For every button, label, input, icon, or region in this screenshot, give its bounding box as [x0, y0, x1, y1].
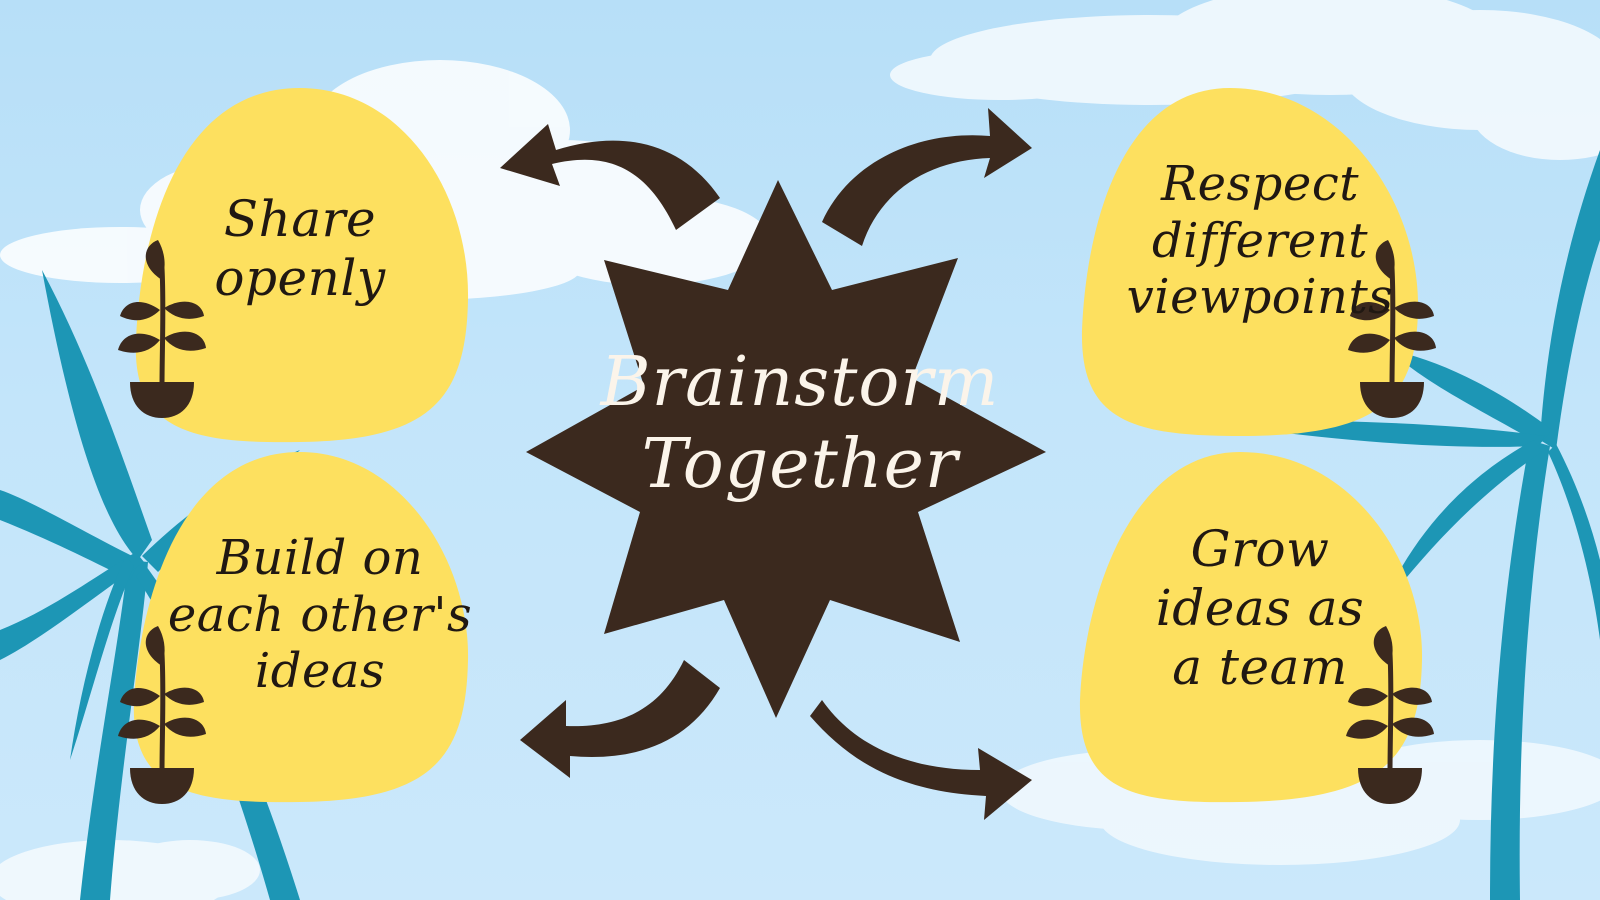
center-title: Brainstorm Together — [600, 343, 1000, 504]
bubble-top-left — [135, 88, 469, 443]
node-respect-viewpoints: Respect different viewpoints — [1126, 156, 1394, 326]
bubble-top-right — [1081, 88, 1419, 436]
bubble-bottom-left — [133, 452, 469, 803]
starburst-shape — [526, 180, 1046, 718]
curved-arrow-icon — [500, 108, 1032, 820]
bubble-bottom-right — [1079, 452, 1423, 803]
cloud-icon — [0, 840, 260, 900]
cloud-icon — [890, 0, 1600, 160]
node-build-on-ideas: Build on each other's ideas — [167, 530, 473, 700]
node-share-openly: Share openly — [214, 190, 386, 307]
node-grow-ideas: Grow ideas as a team — [1155, 520, 1365, 696]
